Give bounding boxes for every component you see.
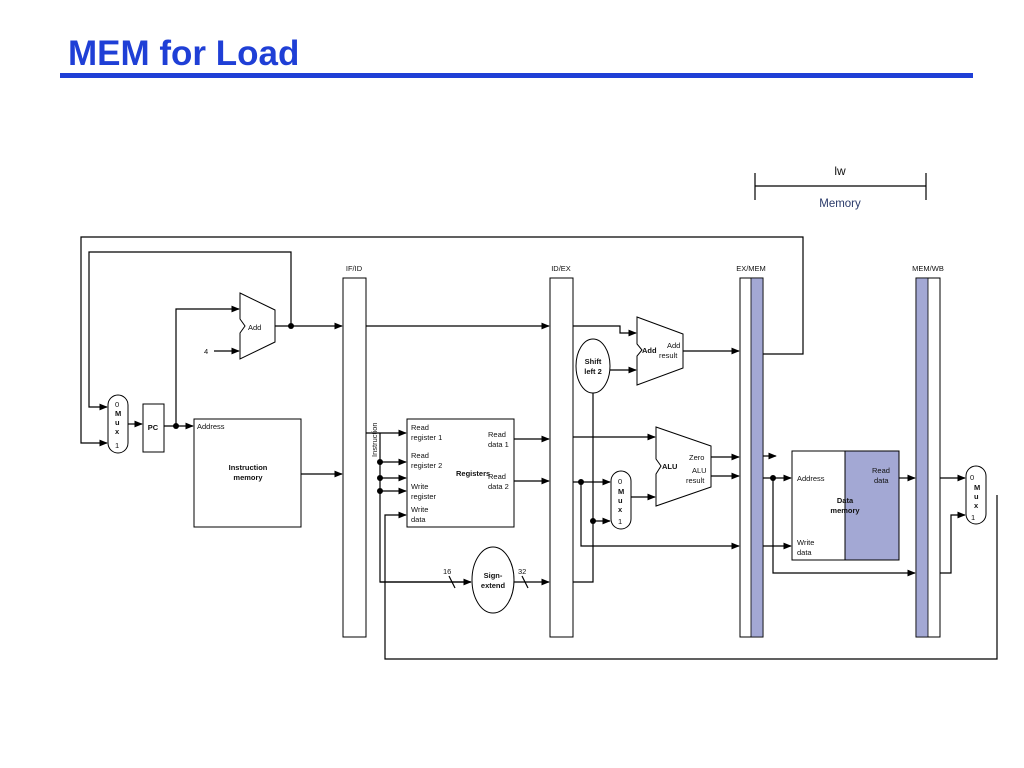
read-register2-line1: Read xyxy=(411,451,429,460)
imem-label-line1: Instruction xyxy=(229,463,268,472)
dmem-label-line1: Data xyxy=(837,496,854,505)
instruction-memory: Address Instruction memory xyxy=(193,418,302,528)
read-data2-line2: data 2 xyxy=(488,482,509,491)
title-underline xyxy=(60,73,973,78)
shift-left-2: Shift left 2 xyxy=(575,338,611,394)
read-register2-line2: register 2 xyxy=(411,461,442,470)
wb-mux-zero: 0 xyxy=(970,473,974,482)
pc-mux-zero: 0 xyxy=(115,400,119,409)
dmem-address: Address xyxy=(797,474,825,483)
write-data-line1: Write xyxy=(411,505,428,514)
slide-title: MEM for Load xyxy=(68,34,300,73)
dmem-label-line2: memory xyxy=(830,506,860,515)
read-data1-line1: Read xyxy=(488,430,506,439)
sign-extend: Sign- extend 16 32 xyxy=(443,546,526,614)
alu-result-line1: ALU xyxy=(692,466,707,475)
imem-address-label: Address xyxy=(197,422,225,431)
exmem-label: EX/MEM xyxy=(736,264,766,273)
shift-line1: Shift xyxy=(585,357,602,366)
idex-label: ID/EX xyxy=(551,264,571,273)
imem-label-line2: memory xyxy=(233,473,263,482)
ifid-label: IF/ID xyxy=(346,264,363,273)
stage-instruction: lw xyxy=(834,164,846,178)
pc-mux-m: M xyxy=(115,409,121,418)
dmem-write-line1: Write xyxy=(797,538,814,547)
constant-four: 4 xyxy=(204,347,208,356)
shift-line2: left 2 xyxy=(584,367,602,376)
register-file: Read register 1 Read register 2 Write re… xyxy=(406,418,515,528)
pc-mux: 0 M u x 1 xyxy=(107,394,129,454)
pipeline-register-ifid: IF/ID xyxy=(342,264,367,638)
pc-label: PC xyxy=(148,423,159,432)
dmem-read-line1: Read xyxy=(872,466,890,475)
bits-in: 16 xyxy=(443,567,451,576)
bits-out: 32 xyxy=(518,567,526,576)
pc-adder-label: Add xyxy=(248,323,261,332)
writeback-mux: 0 M u x 1 xyxy=(965,465,987,525)
pipeline-register-idex: ID/EX xyxy=(549,264,574,638)
wb-mux-u: u xyxy=(974,492,979,501)
alu-mux-u: u xyxy=(618,496,623,505)
pc-mux-u: u xyxy=(115,418,120,427)
branch-add-result-line2: result xyxy=(659,351,678,360)
alu-mux-m: M xyxy=(618,487,624,496)
wb-mux-x: x xyxy=(974,501,979,510)
instruction-label: Instruction xyxy=(370,422,379,457)
alu-mux-zero: 0 xyxy=(618,477,622,486)
read-register1-line1: Read xyxy=(411,423,429,432)
alu-label: ALU xyxy=(662,462,677,471)
alu-src-mux: 0 M u x 1 xyxy=(610,470,632,530)
read-data2-line1: Read xyxy=(488,472,506,481)
dmem-read-line2: data xyxy=(874,476,889,485)
pc-adder: Add xyxy=(239,292,276,360)
junction-dots xyxy=(173,323,776,524)
alu-result-line2: result xyxy=(686,476,705,485)
memwb-label: MEM/WB xyxy=(912,264,944,273)
alu: ALU Zero ALU result xyxy=(655,426,712,507)
stage-indicator: lw Memory xyxy=(754,164,927,210)
registers-label: Registers xyxy=(456,469,490,478)
dmem-write-line2: data xyxy=(797,548,812,557)
datapath-wires xyxy=(80,236,998,660)
data-memory: Address Read data Data memory Write data xyxy=(791,450,900,561)
read-register1-line2: register 1 xyxy=(411,433,442,442)
pc-mux-x: x xyxy=(115,427,120,436)
alu-zero: Zero xyxy=(689,453,704,462)
write-register-line2: register xyxy=(411,492,437,501)
pc-mux-one: 1 xyxy=(115,441,119,450)
write-register-line1: Write xyxy=(411,482,428,491)
wb-mux-m: M xyxy=(974,483,980,492)
alu-mux-one: 1 xyxy=(618,517,622,526)
pc-register: PC xyxy=(142,403,165,453)
alu-mux-x: x xyxy=(618,505,623,514)
write-data-line2: data xyxy=(411,515,426,524)
read-data1-line2: data 1 xyxy=(488,440,509,449)
wb-mux-one: 1 xyxy=(971,513,975,522)
pipeline-register-exmem: EX/MEM xyxy=(736,264,766,638)
branch-add-result-line1: Add xyxy=(667,341,680,350)
sign-extend-line1: Sign- xyxy=(484,571,503,580)
branch-adder-label: Add xyxy=(642,346,657,355)
branch-adder: Add Add result xyxy=(636,316,684,386)
sign-extend-line2: extend xyxy=(481,581,506,590)
pipeline-register-memwb: MEM/WB xyxy=(912,264,944,638)
stage-name: Memory xyxy=(819,198,861,210)
